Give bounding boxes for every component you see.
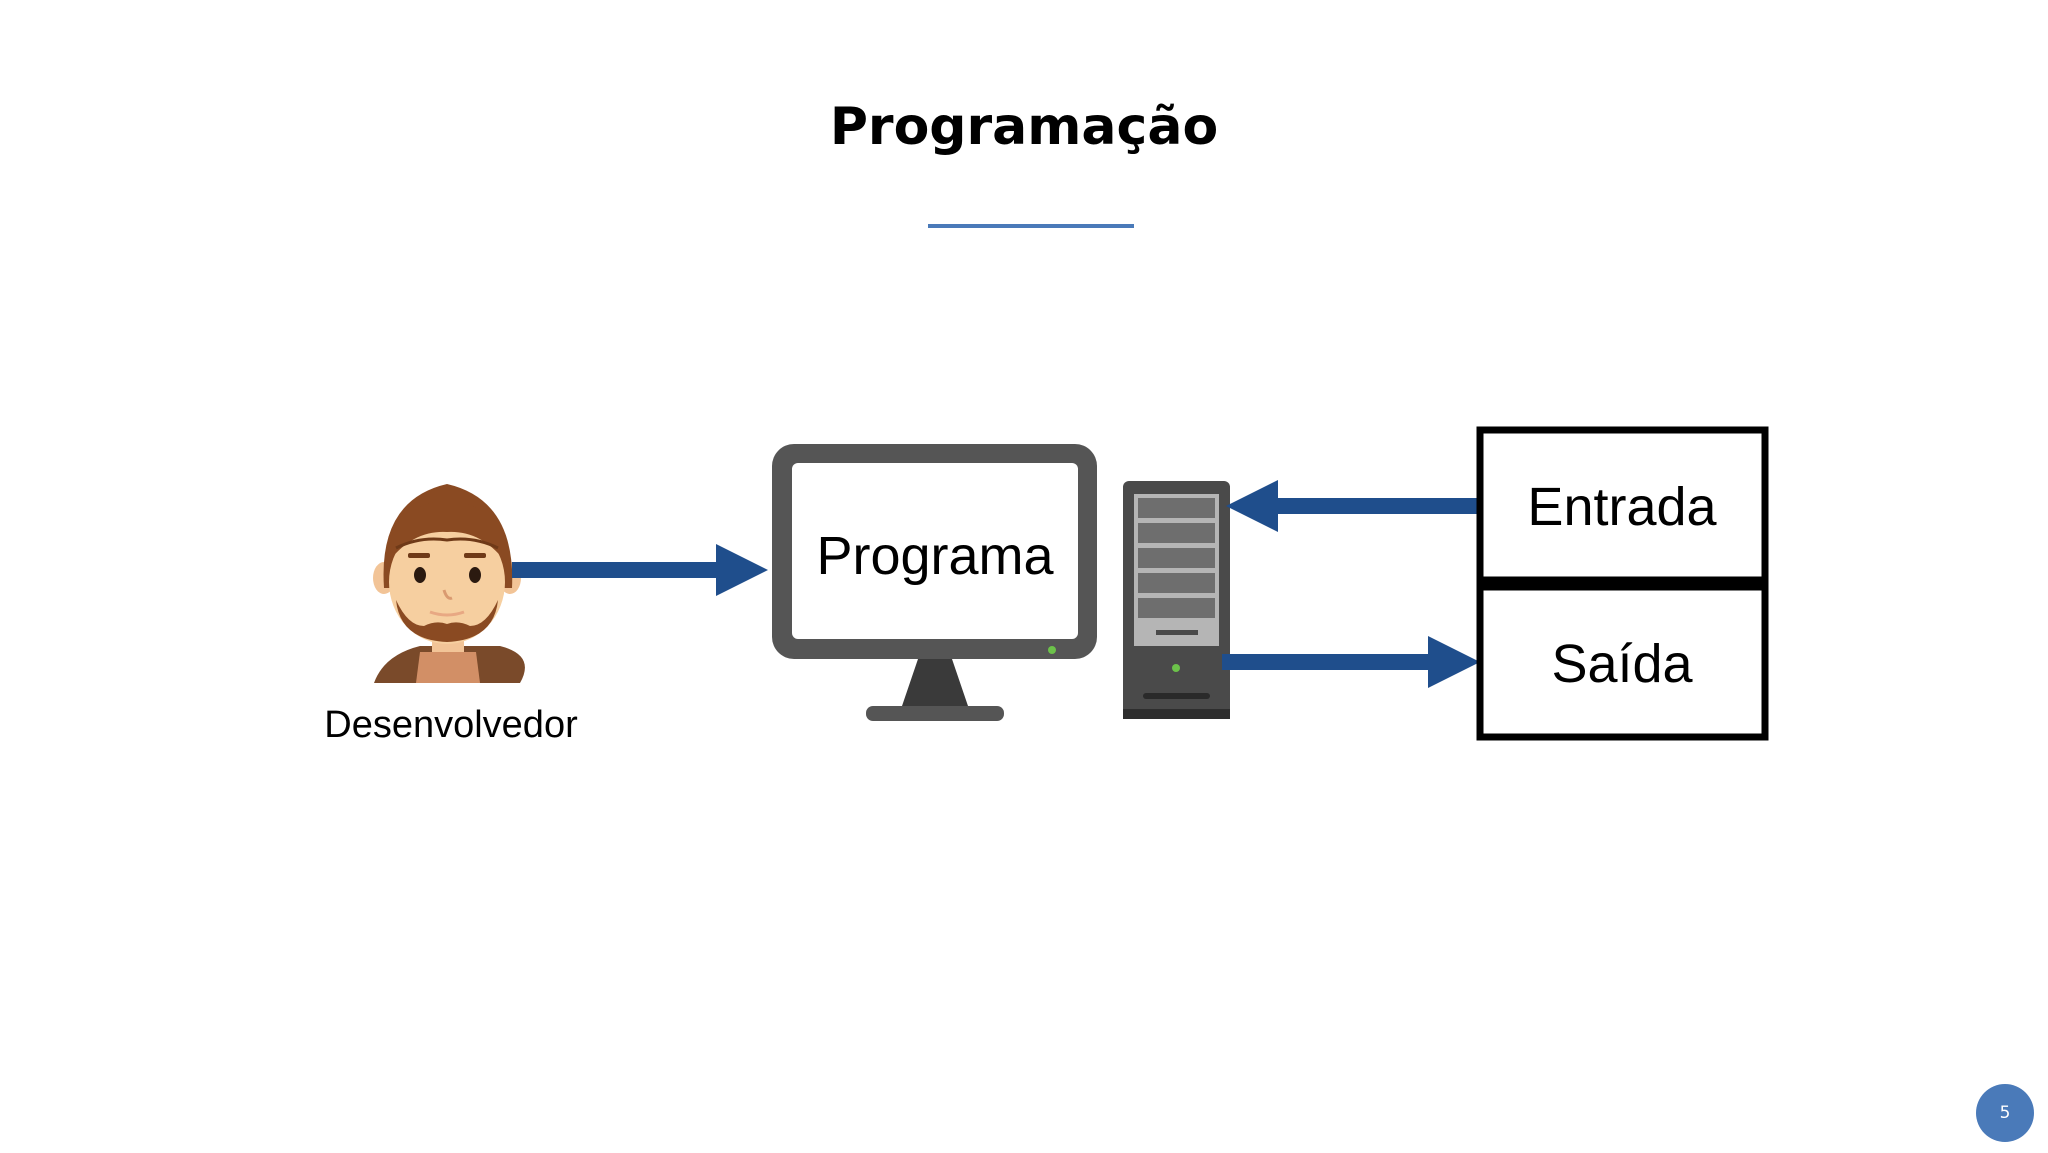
arrow-from-input xyxy=(1226,480,1478,532)
title-underline xyxy=(928,224,1134,228)
monitor-icon xyxy=(772,444,1097,721)
input-label: Entrada xyxy=(1527,477,1717,537)
computer-tower-icon xyxy=(1123,481,1230,719)
slide-title: Programação xyxy=(829,97,1219,157)
input-box xyxy=(1476,426,1769,584)
output-label: Saída xyxy=(1551,634,1693,694)
arrow-to-output xyxy=(1222,636,1480,688)
developer-label: Desenvolvedor xyxy=(324,704,578,746)
developer-avatar xyxy=(373,484,525,683)
program-label: Programa xyxy=(816,526,1054,586)
output-box xyxy=(1476,583,1769,741)
arrow-to-program xyxy=(512,544,768,596)
page-number-badge: 5 xyxy=(1976,1084,2034,1142)
